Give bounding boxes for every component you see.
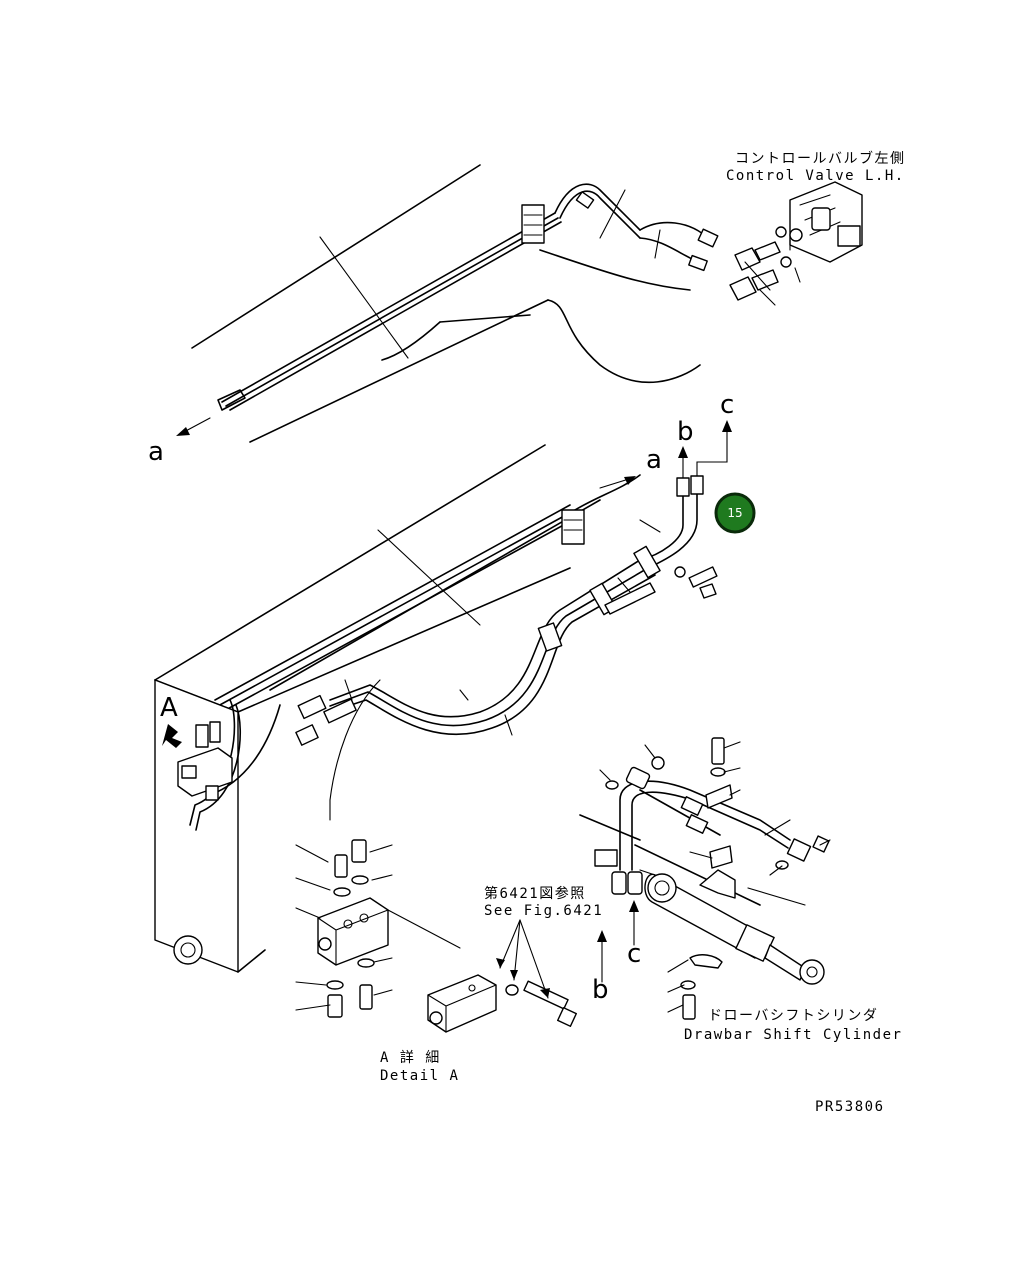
callout-c-top: c: [720, 390, 734, 420]
annotations: コントロールバルブ左側 Control Valve L.H. 第6421図参照 …: [148, 150, 906, 1115]
end-plate: [154, 679, 281, 973]
drawbar-en-label: Drawbar Shift Cylinder: [684, 1027, 902, 1043]
upper-frame-assembly: [191, 164, 719, 443]
hotspot-circle[interactable]: [714, 492, 756, 534]
drawbar-shift-cylinder: [579, 737, 831, 1020]
detail-en-label: Detail A: [380, 1068, 459, 1084]
callout-c-bottom: c: [627, 939, 641, 969]
hotspot-number: 15: [727, 506, 742, 520]
see-fig-jp-label: 第6421図参照: [484, 885, 586, 902]
control-valve-lh: [729, 181, 863, 306]
callout-b-bottom: b: [592, 975, 609, 1005]
reference-arrows: [176, 417, 732, 489]
control-valve-jp-label: コントロールバルブ左側: [735, 150, 906, 167]
detail-a: [295, 799, 578, 1033]
callout-a-mid: a: [646, 445, 662, 475]
drawbar-jp-label: ドローバシフトシリンダ: [708, 1008, 878, 1024]
callout-view-a: A: [160, 693, 178, 723]
see-fig-en-label: See Fig.6421: [484, 903, 603, 919]
control-valve-en-label: Control Valve L.H.: [726, 168, 905, 184]
drawing-number: PR53806: [815, 1099, 885, 1115]
detail-jp-label: A 詳 細: [380, 1050, 441, 1066]
part-hotspot-15[interactable]: 15: [714, 492, 756, 534]
callout-b-top: b: [677, 417, 694, 447]
callout-a-top: a: [148, 437, 164, 467]
